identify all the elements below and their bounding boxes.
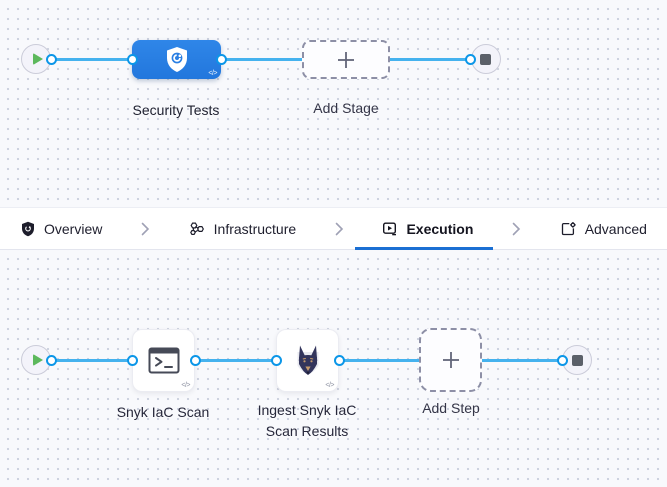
step-in-port[interactable] [270,354,282,366]
pipeline-end-node[interactable] [470,44,501,74]
terminal-icon [148,347,179,374]
stop-icon [480,53,491,65]
add-step-button[interactable] [419,328,482,392]
step-out-port[interactable] [189,354,201,366]
tab-overview[interactable]: Overview [20,221,102,237]
tab-execution[interactable]: Execution [382,221,473,237]
stage-label: Security Tests [132,102,220,118]
plus-icon [338,51,354,68]
start-out-port[interactable] [45,53,57,65]
pipeline-start-node[interactable] [21,44,51,74]
stage-node-security-tests[interactable]: </> [132,40,221,79]
tab-label: Infrastructure [213,220,297,237]
add-stage-button[interactable] [302,40,390,79]
shield-gear-icon [22,221,34,236]
tab-label: Execution [406,220,474,237]
stage-config-tabbar: Overview Infrastructure E [0,207,667,250]
tab-label: Advanced [584,220,647,237]
stage-out-port[interactable] [215,53,227,65]
tab-infrastructure[interactable]: Infrastructure [189,221,296,237]
step-label: Ingest Snyk IaC Scan Results [257,402,357,439]
chevron-right-icon [141,222,150,236]
code-badge: </> [208,70,217,77]
play-icon [32,53,43,65]
stage-connector-edge [36,57,486,61]
step-node-snyk-iac-scan[interactable]: </> [132,329,195,392]
end-in-port[interactable] [464,53,476,65]
infrastructure-hexagons-icon [189,222,204,235]
execution-play-icon [383,222,397,235]
stop-icon [571,354,583,366]
tab-label: Overview [44,220,103,237]
step-label: Snyk IaC Scan [116,404,210,420]
step-in-port[interactable] [126,354,138,366]
snyk-dog-icon [297,345,318,375]
chevron-right-icon [335,222,344,236]
add-step-label: Add Step [422,400,480,416]
code-badge: </> [181,382,190,389]
step-node-ingest-snyk-results[interactable]: </> [276,329,339,392]
add-stage-label: Add Stage [313,100,379,116]
security-shield-icon [166,47,187,72]
stage-in-port[interactable] [126,53,138,65]
code-badge: </> [325,382,334,389]
active-tab-underline [355,247,493,250]
tab-advanced[interactable]: Advanced [560,221,647,237]
start-out-port[interactable] [45,354,57,366]
step-out-port[interactable] [333,354,345,366]
play-icon [32,354,43,366]
chevron-right-icon [512,222,521,236]
end-in-port[interactable] [556,354,568,366]
plus-icon [442,352,459,368]
advanced-box-gear-icon [561,221,576,235]
